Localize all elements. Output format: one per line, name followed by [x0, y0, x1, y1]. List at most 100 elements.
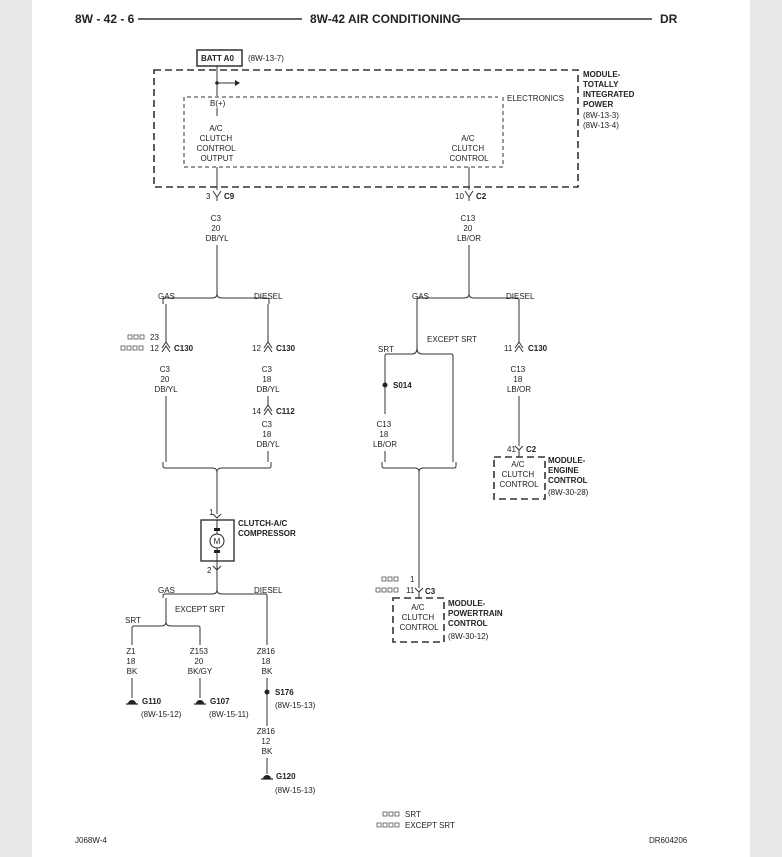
- c112-wire: C3 18 DB/YL: [256, 420, 280, 449]
- c3-merge-brace: [162, 462, 272, 473]
- srt-except-split: [131, 621, 201, 645]
- c130-diesel-wire: C3 18 DB/YL: [256, 365, 280, 394]
- footer-left: J068W-4: [75, 836, 107, 845]
- c130-right-name: C130: [528, 344, 548, 353]
- z153-wire-color: BK/GY: [188, 667, 213, 676]
- output-label-3: CONTROL: [196, 144, 236, 153]
- ecm-label-1: A/C: [511, 460, 525, 469]
- ecm-conn: C2: [526, 445, 537, 454]
- ground-except-label: EXCEPT SRT: [175, 605, 225, 614]
- legend-srt-icon: [382, 811, 400, 817]
- legend-except-label: EXCEPT SRT: [405, 821, 455, 830]
- c9-wire-gauge: 20: [211, 224, 220, 233]
- ground-gas-diesel-split: [162, 589, 268, 645]
- c112-wire-color: DB/YL: [256, 440, 280, 449]
- c9-pin: 3: [206, 192, 211, 201]
- pcm-pin-except: 11: [406, 586, 415, 595]
- c130-diesel-pin: 12: [252, 344, 261, 353]
- motor-icon: [209, 533, 225, 549]
- s176-name: S176: [275, 688, 294, 697]
- pcm-name: MODULE- POWERTRAIN CONTROL: [448, 599, 505, 628]
- c2-wire-gauge: 20: [463, 224, 472, 233]
- bplus-label: B(+): [210, 99, 226, 108]
- tipm-name-line1: MODULE-: [583, 70, 621, 79]
- tipm-refs: (8W-13-3) (8W-13-4): [583, 111, 621, 130]
- z816-wire-gauge: 18: [261, 657, 270, 666]
- z153-wire-gauge: 20: [194, 657, 203, 666]
- c130-gas-srt-legend: [127, 334, 145, 340]
- z1-wire-color: BK: [127, 667, 138, 676]
- ecm-pin: 41: [507, 445, 516, 454]
- ecm-name-2: ENGINE: [548, 466, 579, 475]
- electronics-outline: [183, 96, 504, 168]
- c13-except-label: EXCEPT SRT: [427, 335, 477, 344]
- compressor-name-2: COMPRESSOR: [238, 529, 296, 538]
- output-label-1: A/C: [209, 124, 223, 133]
- c13-gas-diesel-split: [416, 293, 520, 304]
- legend-srt-label: SRT: [405, 810, 421, 819]
- pcm-ref: (8W-30-12): [448, 632, 489, 641]
- output-label-2: CLUTCH: [200, 134, 233, 143]
- tipm-ref1: (8W-13-3): [583, 111, 619, 120]
- pcm-srt-legend: [381, 576, 399, 582]
- c13-srt-except-split: [384, 347, 454, 462]
- ecm-name-3: CONTROL: [548, 476, 588, 485]
- c130-right-wire-gauge: 18: [513, 375, 522, 384]
- c112-wire-circuit: C3: [262, 420, 273, 429]
- s014-name: S014: [393, 381, 412, 390]
- c9-wire-circuit: C3: [211, 214, 222, 223]
- switch-arrow: [235, 80, 240, 86]
- pcm-label-2: CLUTCH: [402, 613, 435, 622]
- z816b-wire-color: BK: [262, 747, 273, 756]
- control-label-1: A/C: [461, 134, 475, 143]
- c112-pin: 14: [252, 407, 261, 416]
- c130-diesel-name: C130: [276, 344, 296, 353]
- ground-gas-label: GAS: [158, 586, 175, 595]
- pcm-label-1: A/C: [411, 603, 425, 612]
- c9-name: C9: [224, 192, 235, 201]
- z1-wire-gauge: 18: [126, 657, 135, 666]
- s014-wire-gauge: 18: [379, 430, 388, 439]
- compressor-name: CLUTCH-A/C COMPRESSOR: [238, 519, 296, 538]
- z816b-wire: Z816 12 BK: [257, 727, 277, 756]
- c130-gas-wire-gauge: 20: [160, 375, 169, 384]
- c130-right-connector: [514, 341, 524, 353]
- s014-wire-circuit: C13: [377, 420, 392, 429]
- control-label-2: CLUTCH: [452, 144, 485, 153]
- c130-gas-except-legend: [120, 345, 144, 351]
- g120-name: G120: [276, 772, 296, 781]
- header-title: 8W-42 AIR CONDITIONING: [310, 12, 461, 26]
- pcm-label-3: CONTROL: [399, 623, 439, 632]
- ecm-outline: [493, 456, 546, 500]
- c130-gas-wire-color: DB/YL: [154, 385, 178, 394]
- ecm-name: MODULE- ENGINE CONTROL: [548, 456, 588, 485]
- compressor-terminal-bottom: [214, 550, 220, 553]
- c13-merge-brace: [381, 462, 457, 473]
- batt-a0-label: BATT A0: [201, 54, 234, 63]
- pcm-conn: C3: [425, 587, 436, 596]
- electronics-label: ELECTRONICS: [507, 94, 564, 103]
- z816-wire-circuit: Z816: [257, 647, 276, 656]
- c2-connector-symbol: [464, 190, 474, 201]
- z153-wire: Z153 20 BK/GY: [188, 647, 213, 676]
- ecm-label: A/C CLUTCH CONTROL: [499, 460, 539, 489]
- c13-srt-label: SRT: [378, 345, 394, 354]
- c130-gas-pin-srt: 23: [150, 333, 159, 342]
- pcm-name-3: CONTROL: [448, 619, 488, 628]
- batt-a0-box: [196, 49, 243, 67]
- g107-ref: (8W-15-11): [209, 710, 249, 719]
- ecm-label-3: CONTROL: [499, 480, 539, 489]
- c2-name: C2: [476, 192, 487, 201]
- c3-gas-label: GAS: [158, 292, 175, 301]
- c130-gas-name: C130: [174, 344, 194, 353]
- ground-except-label-1: EXCEPT SRT: [175, 605, 225, 614]
- s176-splice: [264, 689, 270, 695]
- motor-label: M: [214, 537, 221, 546]
- ground-srt-label: SRT: [125, 616, 141, 625]
- s176-ref: (8W-15-13): [275, 701, 316, 710]
- c112-name: C112: [276, 407, 295, 416]
- pcm-except-legend: [375, 587, 399, 593]
- pcm-name-2: POWERTRAIN: [448, 609, 503, 618]
- control-label-3: CONTROL: [449, 154, 489, 163]
- batt-a0-ref: (8W-13-7): [248, 54, 284, 63]
